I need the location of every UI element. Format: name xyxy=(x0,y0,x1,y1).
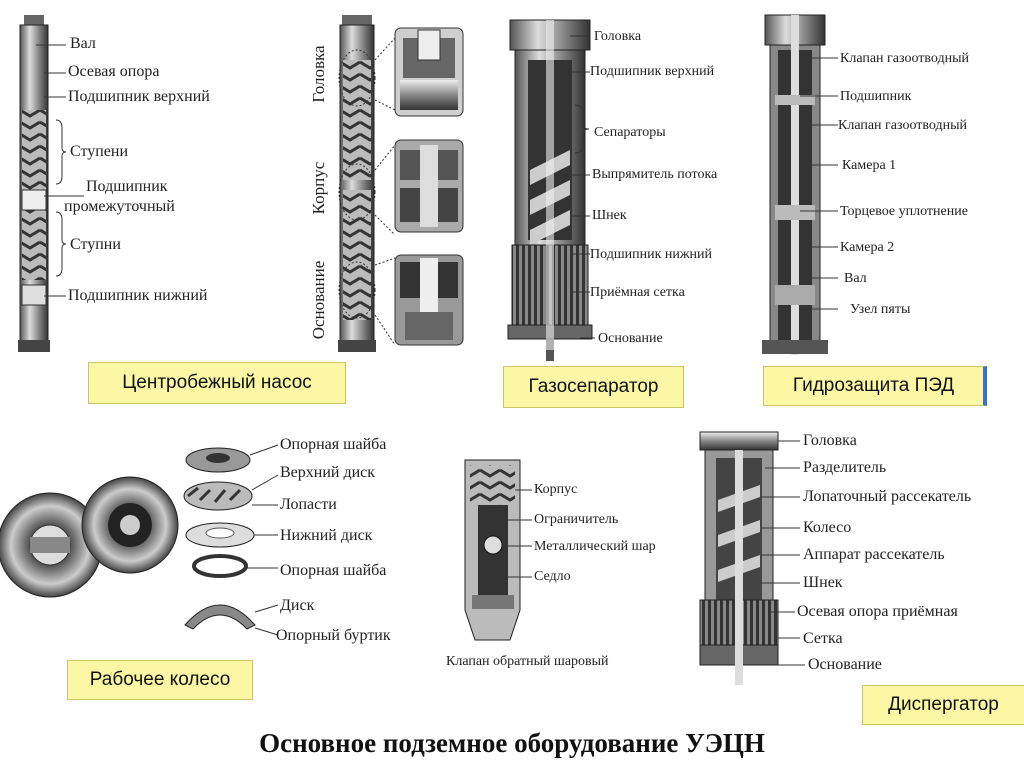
dispergator-label-head: Головка xyxy=(803,432,857,449)
section-label-body: Корпус xyxy=(309,161,328,215)
dispergator-label-wheel: Колесо xyxy=(803,519,852,536)
dispergator-label-intake-thrust: Осевая опора приёмная xyxy=(797,603,958,620)
caption-impeller: Рабочее колесо xyxy=(67,660,253,700)
pump-label-intermediate-bearing-2: промежуточный xyxy=(64,198,175,215)
check-valve-label-body: Корпус xyxy=(534,482,578,497)
impeller-label-thrust-collar: Опорный буртик xyxy=(276,627,391,644)
section-label-base: Основание xyxy=(309,260,328,340)
pump-leader-lines xyxy=(36,44,84,297)
pump-label-stages-2: Ступни xyxy=(70,236,121,253)
caption-dispergator: Диспергатор xyxy=(862,685,1024,725)
section-label-head: Головка xyxy=(309,45,328,103)
dispergator-drawing xyxy=(699,431,779,685)
dispergator-label-splitter-apparatus: Аппарат рассекатель xyxy=(803,546,945,563)
impeller-label-blades: Лопасти xyxy=(280,496,337,513)
pump-label-upper-bearing: Подшипник верхний xyxy=(68,88,210,105)
protector-label-chamber-2: Камера 2 xyxy=(840,240,895,255)
impeller-label-disc: Диск xyxy=(280,597,315,614)
gas-separator-label-auger: Шнек xyxy=(592,208,627,223)
protector-leader-lines xyxy=(800,57,838,310)
protector-label-shaft: Вал xyxy=(844,271,867,286)
gas-separator-label-intake-screen: Приёмная сетка xyxy=(590,285,685,300)
pump-label-lower-bearing: Подшипник нижний xyxy=(68,287,208,304)
caption-gas-separator: Газосепаратор xyxy=(503,366,684,408)
pump-label-thrust-bearing: Осевая опора xyxy=(68,63,160,80)
impeller-leader-lines xyxy=(246,444,279,636)
check-valve-label-seat: Седло xyxy=(534,569,571,584)
protector-label-chamber-1: Камера 1 xyxy=(842,158,897,173)
centrifugal-pump-drawing xyxy=(18,15,50,352)
caption-protector: Гидрозащита ПЭД xyxy=(763,366,987,406)
pump-label-shaft: Вал xyxy=(70,35,96,52)
gas-separator-label-head: Головка xyxy=(594,29,642,44)
pump-label-intermediate-bearing-1: Подшипник xyxy=(86,178,168,195)
impeller-label-lower-disc: Нижний диск xyxy=(280,527,373,544)
impeller-label-thrust-washer-top: Опорная шайба xyxy=(280,436,387,453)
gas-separator-label-separators: Сепараторы xyxy=(594,125,666,140)
check-valve-label-limiter: Ограничитель xyxy=(534,512,619,527)
pump-label-stages-1: Ступени xyxy=(70,143,129,160)
gas-separator-label-upper-bearing: Подшипник верхний xyxy=(590,64,715,79)
protector-label-mechanical-seal: Торцевое уплотнение xyxy=(840,204,968,219)
check-valve-leader-lines xyxy=(502,489,532,578)
dispergator-label-vane-splitter: Лопаточный рассекатель xyxy=(803,488,972,505)
impeller-drawing xyxy=(0,447,256,630)
check-valve-caption: Клапан обратный шаровый xyxy=(446,654,609,669)
gas-separator-leader-lines xyxy=(570,35,595,339)
dispergator-label-auger: Шнек xyxy=(803,574,843,591)
gas-separator-label-flow-straightener: Выпрямитель потока xyxy=(592,167,718,182)
protector-label-gas-valve-1: Клапан газоотводный xyxy=(840,51,970,66)
gas-separator-label-lower-bearing: Подшипник нижний xyxy=(590,247,713,262)
protector-label-gas-valve-2: Клапан газоотводный xyxy=(838,118,968,133)
impeller-label-thrust-washer-bottom: Опорная шайба xyxy=(280,562,387,579)
protector-label-bearing: Подшипник xyxy=(840,89,912,104)
dispergator-label-screen: Сетка xyxy=(803,630,843,647)
check-valve-drawing xyxy=(464,459,521,641)
gas-separator-label-base: Основание xyxy=(598,331,663,346)
pump-sections-drawing xyxy=(338,15,464,352)
dispergator-leader-lines xyxy=(762,440,805,666)
impeller-label-upper-disc: Верхний диск xyxy=(280,464,376,481)
gas-separator-drawing xyxy=(507,19,593,361)
dispergator-label-base: Основание xyxy=(808,656,882,673)
check-valve-label-ball: Металлический шар xyxy=(534,539,656,554)
dispergator-label-divider: Разделитель xyxy=(803,459,887,476)
page-title: Основное подземное оборудование УЭЦН xyxy=(259,728,765,758)
protector-drawing xyxy=(762,14,828,355)
protector-label-thrust-unit: Узел пяты xyxy=(850,302,911,317)
caption-centrifugal-pump: Центробежный насос xyxy=(88,362,346,404)
